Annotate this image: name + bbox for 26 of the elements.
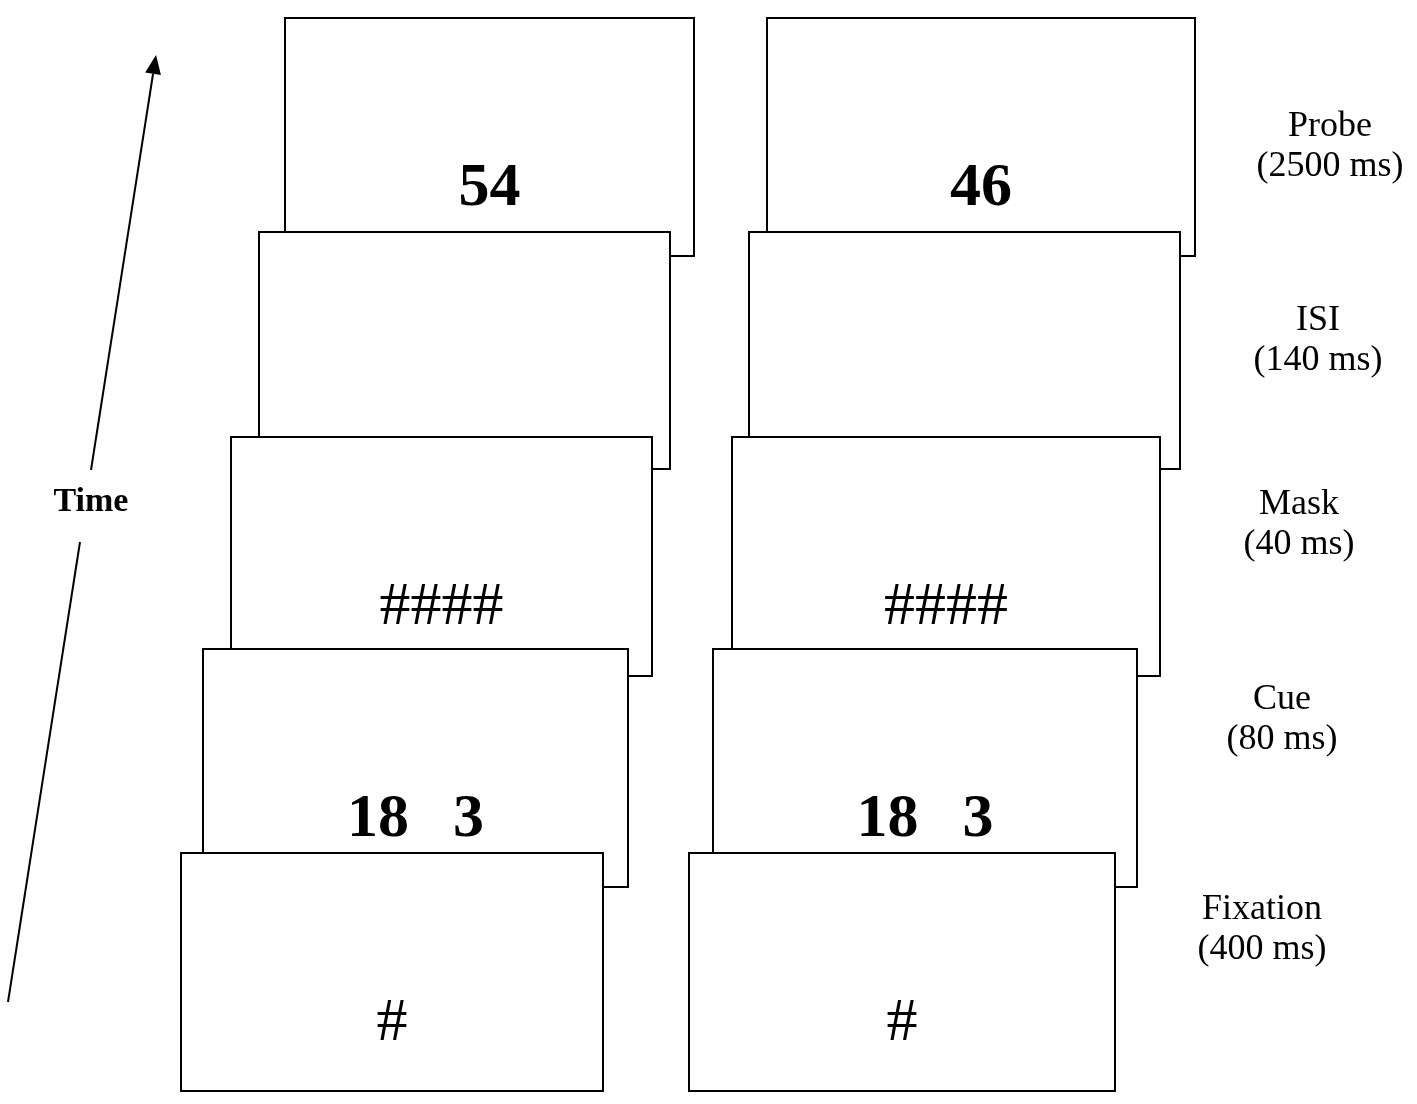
- stage-label: Cue (80 ms): [1226, 677, 1338, 757]
- stimulus-screen: [731, 436, 1161, 648]
- mask-symbols: ####: [379, 572, 504, 634]
- cue-number: 18: [856, 784, 919, 846]
- stimulus-screen: [180, 852, 604, 1092]
- probe-number: 46: [950, 153, 1012, 215]
- stimulus-screen: [748, 231, 1181, 436]
- stage-label: Mask (40 ms): [1243, 482, 1355, 562]
- stimulus-screen: [712, 648, 1138, 852]
- cue-number: 3: [453, 784, 484, 846]
- fixation-symbol: #: [376, 988, 408, 1050]
- stimulus-screen: [202, 648, 629, 852]
- cue-number: 18: [347, 784, 409, 846]
- mask-symbols: ####: [884, 572, 1008, 634]
- cue-number: 3: [962, 784, 994, 846]
- probe-number: 54: [458, 153, 521, 215]
- stage-label: Probe (2500 ms): [1256, 104, 1404, 184]
- stimulus-screen: [688, 852, 1116, 1092]
- stimulus-screen: [230, 436, 653, 648]
- stimulus-screen: [258, 231, 671, 436]
- stage-label: ISI (140 ms): [1253, 298, 1383, 378]
- stimulus-screen: [284, 17, 695, 231]
- stage-label: Fixation (400 ms): [1197, 887, 1327, 967]
- fixation-symbol: #: [886, 988, 918, 1050]
- time-label: Time: [53, 481, 129, 519]
- stimulus-screen: [766, 17, 1196, 231]
